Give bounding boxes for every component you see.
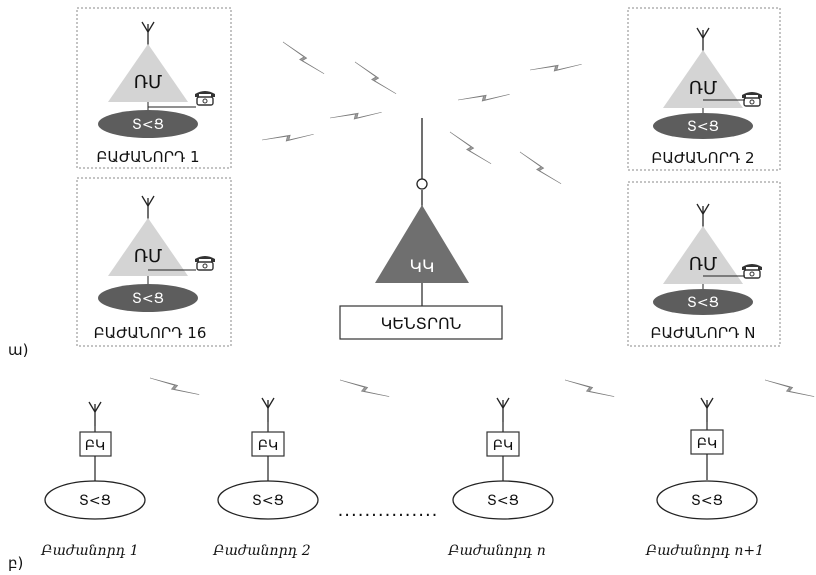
node-caption: Բաժանորդ 2 [212,543,310,559]
terminal-label: Տ<Ց [252,493,284,509]
subscriber-1-frame [76,7,232,169]
rm-label: ՌՄ [689,78,718,99]
radio-bolt-icon [329,98,382,132]
rm-label: ՌՄ [689,254,718,275]
node-caption: Բաժանորդ n+1 [645,543,764,559]
antenna-icon [696,27,710,53]
radio-bolt-icon [514,151,567,185]
center-box [339,305,503,340]
radio-bolt-icon [338,379,391,397]
radio-bolt-icon [261,120,314,154]
antenna-icon [696,203,710,229]
terminal-label: Տ<Ց [687,119,719,135]
rm-triangle [663,50,743,108]
node-caption: Բաժանորդ n [447,543,546,559]
subscriber-1-panel: ՌՄ Տ<Ց ԲԱԺԱՆՈՐԴ 1 [76,7,232,169]
node-1: ԲԿ Տ<Ց Բաժանորդ 1 [40,401,146,559]
ellipsis-dots: ............... [338,500,439,521]
terminal-label: Տ<Ց [487,493,519,509]
rm-label: ՌՄ [134,72,163,93]
terminal-label: Տ<Ց [691,493,723,509]
terminal-ellipse [452,480,554,520]
antenna-icon [496,397,510,423]
radio-bolt-icon [563,379,616,397]
terminal-ellipse [653,289,753,315]
antenna-icon [141,195,155,221]
center-station: ԿԿ ԿԵՆՏՐՈՆ [339,118,503,340]
rm-triangle [663,226,743,284]
center-label: ԿԵՆՏՐՈՆ [381,314,462,333]
subscriber-n-panel: ՌՄ Տ<Ց ԲԱԺԱՆՈՐԴ N [627,181,781,347]
rm-triangle [108,44,188,102]
radio-bolt-icon [529,50,582,84]
subscriber-2-frame [627,7,781,171]
bk-label: ԲԿ [258,438,279,454]
terminal-label: Տ<Ց [132,117,164,133]
bk-label: ԲԿ [697,436,718,452]
terminal-ellipse [98,284,198,312]
node-n: ԲԿ Տ<Ց Բաժանորդ n [447,397,554,559]
telephone-icon [194,255,216,271]
antenna-icon [88,401,102,427]
node-n-plus-1: ԲԿ Տ<Ց Բաժանորդ n+1 [645,397,764,559]
terminal-label: Տ<Ց [79,493,111,509]
antenna-icon [700,397,714,423]
kk-label: ԿԿ [410,257,435,277]
telephone-icon [194,90,216,106]
subscriber-n-frame [627,181,781,347]
mesh-bolts [148,377,816,397]
subscriber-16-frame [76,177,232,347]
subscriber-16-panel: ՌՄ Տ<Ց ԲԱԺԱՆՈՐԴ 16 [76,177,232,347]
bk-label: ԲԿ [85,438,106,454]
terminal-ellipse [656,480,758,520]
mast-node-icon [416,178,428,190]
antenna-icon [261,397,275,423]
subscriber-name: ԲԱԺԱՆՈՐԴ 1 [96,148,199,166]
radio-bolt-icon [444,131,497,165]
radio-bolt-icon [457,80,510,114]
bk-label: ԲԿ [493,438,514,454]
bk-box [486,431,520,457]
terminal-ellipse [44,480,146,520]
terminal-ellipse [98,110,198,138]
terminal-label: Տ<Ց [687,295,719,311]
terminal-ellipse [653,113,753,139]
radio-bolt-icon [277,41,330,75]
node-caption: Բաժանորդ 1 [40,543,138,559]
terminal-ellipse [217,480,319,520]
terminal-label: Տ<Ց [132,291,164,307]
part-b-label: բ) [8,554,23,572]
subscriber-2-panel: ՌՄ Տ<Ց ԲԱԺԱՆՈՐԴ 2 [627,7,781,171]
node-2: ԲԿ Տ<Ց Բաժանորդ 2 [212,397,319,559]
telephone-icon [741,91,763,107]
subscriber-name: ԲԱԺԱՆՈՐԴ 2 [651,149,754,167]
rm-label: ՌՄ [134,246,163,267]
radio-bolt-icon [148,377,201,395]
part-a-label: ա) [8,341,28,359]
rm-triangle [108,218,188,276]
radio-bolt-icon [349,61,402,95]
subscriber-name: ԲԱԺԱՆՈՐԴ N [651,324,756,342]
subscriber-name: ԲԱԺԱՆՈՐԴ 16 [94,324,207,342]
bk-box [690,429,724,455]
radio-bolt-icon [763,379,816,397]
antenna-icon [141,21,155,47]
kk-triangle [375,205,469,283]
